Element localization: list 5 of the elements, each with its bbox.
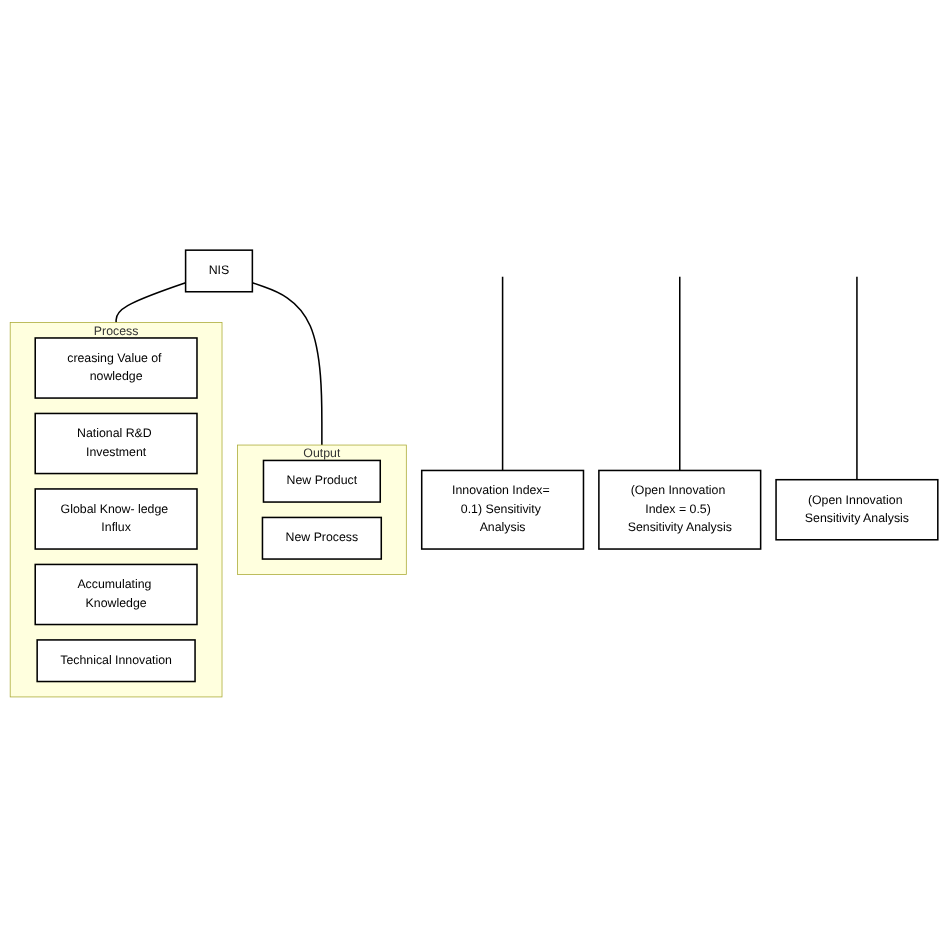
- connector: [679, 276, 681, 472]
- connector: [501, 276, 504, 472]
- connector: [251, 282, 323, 447]
- connector: [856, 276, 858, 481]
- connector: [115, 282, 187, 324]
